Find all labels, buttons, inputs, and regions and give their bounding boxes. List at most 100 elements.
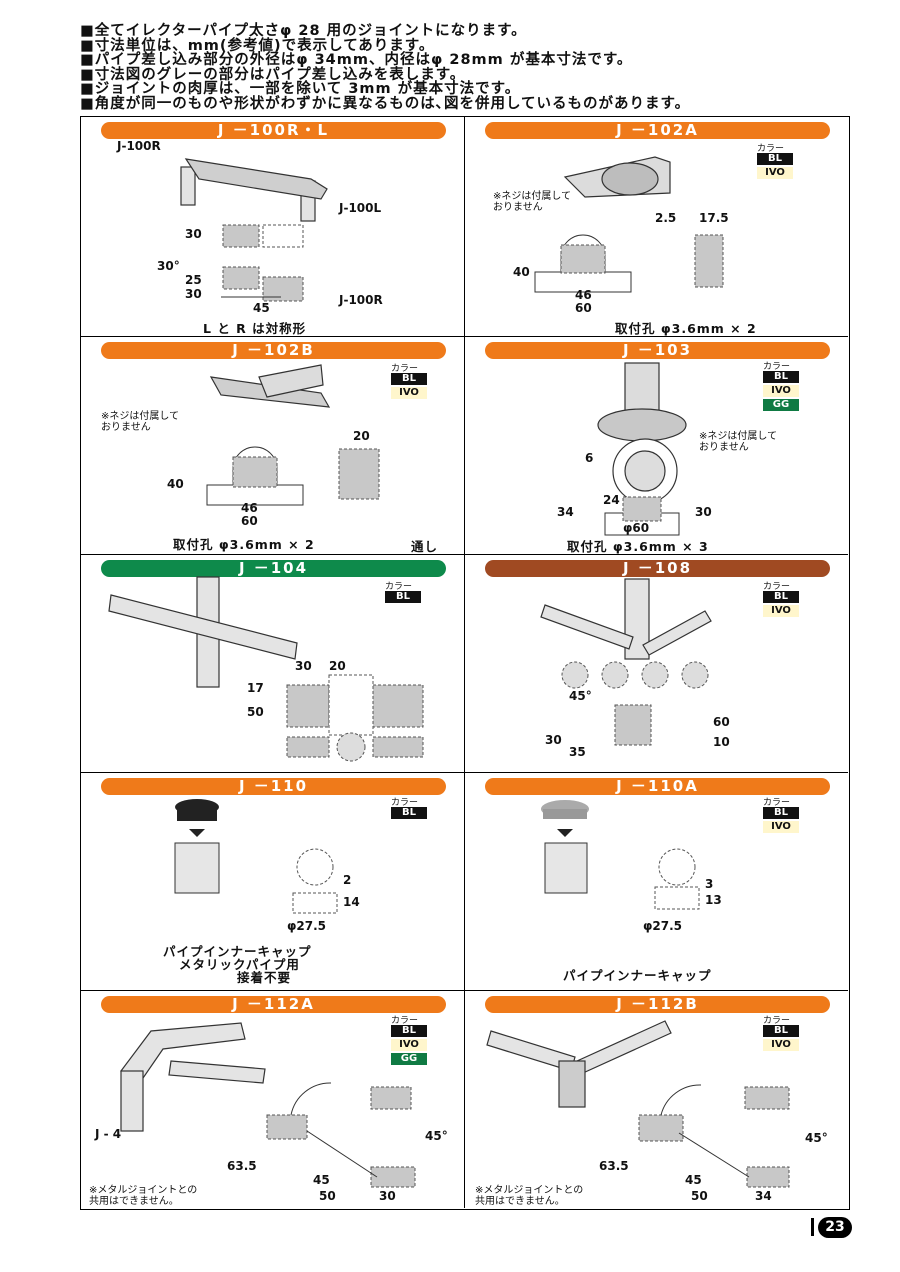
dim-j103-phi60: φ60 bbox=[623, 521, 650, 535]
color-label: カラー bbox=[763, 362, 791, 372]
note-6: 角度が同一のものや形状がわずかに異なるものは､図を併用しているものがあります。 bbox=[80, 96, 880, 112]
title-j108: J －108 bbox=[485, 560, 830, 577]
dim-j110-2: 2 bbox=[343, 873, 352, 887]
dim-j102b-60: 60 bbox=[241, 514, 258, 528]
chip-bl: BL bbox=[391, 373, 427, 385]
cell-j110a: J －110A カラー BL IVO 3 13 φ27.5 パイプインナーキャッ… bbox=[465, 773, 848, 991]
title-j104: J －104 bbox=[101, 560, 446, 577]
note-j112a: ※メタルジョイントとの 共用はできません。 bbox=[89, 1185, 198, 1207]
j112a-drawing bbox=[120, 1022, 416, 1188]
note-j102b: ※ネジは付属して おりません bbox=[101, 411, 180, 433]
dim-j102b-46: 46 bbox=[241, 501, 258, 515]
title-j110: J －110 bbox=[101, 778, 446, 795]
chip-ivo: IVO bbox=[391, 387, 427, 399]
j112b-drawing bbox=[486, 1020, 790, 1188]
dim-j100-30b: 30 bbox=[185, 287, 202, 301]
chip-ivo: IVO bbox=[763, 1039, 799, 1051]
cell-j112a: J －112A カラー BL IVO GG J - 4 45° 63.5 45 … bbox=[81, 991, 465, 1208]
color-label: カラー bbox=[391, 364, 419, 374]
dim-j108-60: 60 bbox=[713, 715, 730, 729]
caption-j102b-through: 通し bbox=[411, 539, 439, 554]
dim-j104-50: 50 bbox=[247, 705, 264, 719]
dim-j112a-50: 50 bbox=[319, 1189, 336, 1203]
chip-ivo: IVO bbox=[763, 385, 799, 397]
dim-j102a-40: 40 bbox=[513, 265, 530, 279]
caption-j110a: パイプインナーキャップ bbox=[563, 968, 712, 983]
dim-j110-phi: φ27.5 bbox=[287, 919, 326, 933]
dim-j104-30: 30 bbox=[295, 659, 312, 673]
chip-gg: GG bbox=[763, 399, 799, 411]
dim-j112b-45: 45 bbox=[685, 1173, 702, 1187]
dim-j112a-63.5: 63.5 bbox=[227, 1159, 257, 1173]
caption-j103: 取付孔 φ3.6mm × 3 bbox=[567, 539, 709, 554]
caption-j110-1: パイプインナーキャップ bbox=[163, 944, 312, 959]
dim-j102a-60: 60 bbox=[575, 301, 592, 315]
chip-bl: BL bbox=[763, 807, 799, 819]
dim-j102b-20: 20 bbox=[353, 429, 370, 443]
dim-j103-6: 6 bbox=[585, 451, 594, 465]
dim-j112b-63.5: 63.5 bbox=[599, 1159, 629, 1173]
chip-bl: BL bbox=[757, 153, 793, 165]
note-4: 寸法図のグレーの部分はパイプ差し込みを表します。 bbox=[80, 67, 880, 83]
dim-j110a-13: 13 bbox=[705, 893, 722, 907]
j104-drawing bbox=[108, 576, 424, 762]
dim-j104-17: 17 bbox=[247, 681, 264, 695]
dim-j103-34: 34 bbox=[557, 505, 574, 519]
caption-j100: L と R は対称形 bbox=[203, 321, 307, 336]
catalog-grid: J －100R・L J-100R J-100L J-100R 30 30° 25… bbox=[80, 116, 850, 1210]
chip-gg: GG bbox=[391, 1053, 427, 1065]
color-label: カラー bbox=[763, 798, 791, 808]
chip-ivo: IVO bbox=[763, 821, 799, 833]
cell-j102b: J －102B カラー BL IVO ※ネジは付属して おりません 20 40 … bbox=[81, 337, 465, 555]
label-j100r: J-100R bbox=[117, 139, 161, 153]
header-notes: 全てイレクターパイプ太さφ 28 用のジョイントになります。 寸法単位は、mm(… bbox=[80, 24, 880, 111]
dim-j100-angle: 30° bbox=[157, 259, 180, 273]
cell-j108: J －108 カラー BL IVO 45° 30 35 10 60 bbox=[465, 555, 848, 773]
dim-j112a-angle: 45° bbox=[425, 1129, 448, 1143]
label-j100r-2: J-100R bbox=[339, 293, 383, 307]
note-2: 寸法単位は、mm(参考値)で表示してあります。 bbox=[80, 38, 880, 54]
cell-j100: J －100R・L J-100R J-100L J-100R 30 30° 25… bbox=[81, 117, 465, 337]
dim-j108-45: 45° bbox=[569, 689, 592, 703]
page-number-bar bbox=[811, 1218, 814, 1236]
cell-j103: J －103 カラー BL IVO GG ※ネジは付属して おりません 6 24… bbox=[465, 337, 848, 555]
cell-j104: J －104 カラー BL 30 20 17 50 bbox=[81, 555, 465, 773]
label-j4: J - 4 bbox=[95, 1127, 122, 1141]
dim-j102b-40: 40 bbox=[167, 477, 184, 491]
chip-ivo: IVO bbox=[757, 167, 793, 179]
dim-j102a-46: 46 bbox=[575, 288, 592, 302]
caption-j102b: 取付孔 φ3.6mm × 2 bbox=[173, 537, 315, 552]
dim-j104-20: 20 bbox=[329, 659, 346, 673]
dim-j102a-2.5: 2.5 bbox=[655, 211, 677, 225]
title-j112a: J －112A bbox=[101, 996, 446, 1013]
note-3: パイプ差し込み部分の外径はφ 34mm、内径はφ 28mm が基本寸法です。 bbox=[80, 53, 880, 68]
cell-j112b: J －112B カラー BL IVO 45° 63.5 45 50 34 ※メタ… bbox=[465, 991, 848, 1208]
dim-j112b-34: 34 bbox=[755, 1189, 772, 1203]
j102a-drawing bbox=[534, 156, 724, 293]
caption-j102a: 取付孔 φ3.6mm × 2 bbox=[615, 321, 757, 336]
chip-bl: BL bbox=[385, 591, 421, 603]
dim-j103-30: 30 bbox=[695, 505, 712, 519]
note-j112b: ※メタルジョイントとの 共用はできません。 bbox=[475, 1185, 584, 1207]
dim-j112a-45: 45 bbox=[313, 1173, 330, 1187]
j102b-drawing bbox=[206, 364, 380, 506]
color-label: カラー bbox=[385, 582, 413, 592]
dim-j108-10: 10 bbox=[713, 735, 730, 749]
caption-j110-3: 接着不要 bbox=[237, 970, 292, 985]
color-label: カラー bbox=[757, 144, 785, 154]
j110-drawing bbox=[174, 799, 338, 914]
cell-j102a: J －102A カラー BL IVO ※ネジは付属して おりません 2.5 17… bbox=[465, 117, 848, 337]
color-label: カラー bbox=[391, 1016, 419, 1026]
label-j100l: J-100L bbox=[339, 201, 382, 215]
note-j102a: ※ネジは付属して おりません bbox=[493, 191, 572, 213]
note-1: 全てイレクターパイプ太さφ 28 用のジョイントになります。 bbox=[80, 24, 880, 39]
caption-j110-2: メタリックパイプ用 bbox=[179, 957, 300, 972]
j100-drawing bbox=[180, 158, 328, 302]
note-5: ジョイントの肉厚は、一部を除いて 3mm が基本寸法です。 bbox=[80, 82, 880, 97]
color-label: カラー bbox=[391, 798, 419, 808]
dim-j110-14: 14 bbox=[343, 895, 360, 909]
title-j102b: J －102B bbox=[101, 342, 446, 359]
note-j103: ※ネジは付属して おりません bbox=[699, 431, 778, 453]
color-label: カラー bbox=[763, 1016, 791, 1026]
dim-j112b-angle: 45° bbox=[805, 1131, 828, 1145]
